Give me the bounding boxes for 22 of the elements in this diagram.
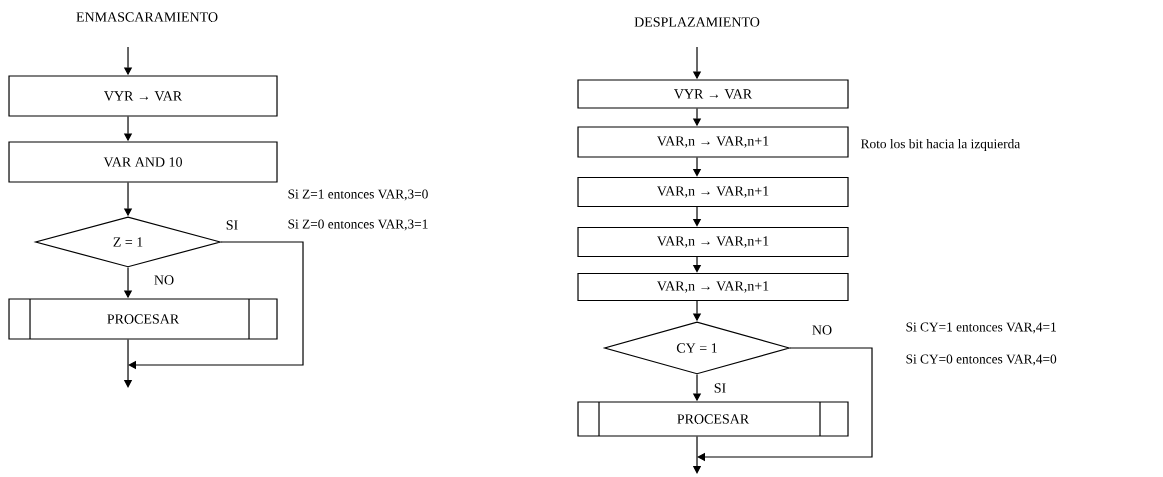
edge-label: NO (812, 325, 832, 335)
note-text: Si CY=1 entonces VAR,4=1 (906, 322, 1056, 334)
side-note: Roto los bit hacia la izquierda (861, 138, 1020, 152)
edge-label: SI (714, 383, 726, 393)
process-box: VAR,n → VAR,n+1 (577, 126, 849, 158)
subprocess-box: PROCESAR (577, 401, 849, 437)
heading: ENMASCARAMIENTO (76, 12, 218, 22)
edge-label: SI (226, 220, 238, 230)
process-box: VYR → VAR (577, 79, 849, 109)
process-box: VAR AND 10 (8, 141, 278, 183)
heading: DESPLAZAMIENTO (634, 17, 760, 27)
arrow (128, 241, 304, 370)
process-box: VYR → VAR (8, 75, 278, 117)
arrow (697, 347, 873, 462)
note-text: Si Z=1 entonces VAR,3=0 (288, 189, 428, 201)
process-box: VAR,n → VAR,n+1 (577, 272, 849, 302)
note-text: Si Z=0 entonces VAR,3=1 (288, 219, 428, 231)
process-box: VAR,n → VAR,n+1 (577, 226, 849, 258)
note-text: Si CY=0 entonces VAR,4=0 (906, 354, 1057, 366)
subprocess-box: PROCESAR (8, 298, 278, 340)
edge-label: NO (154, 275, 174, 285)
process-box: VAR,n → VAR,n+1 (577, 176, 849, 208)
